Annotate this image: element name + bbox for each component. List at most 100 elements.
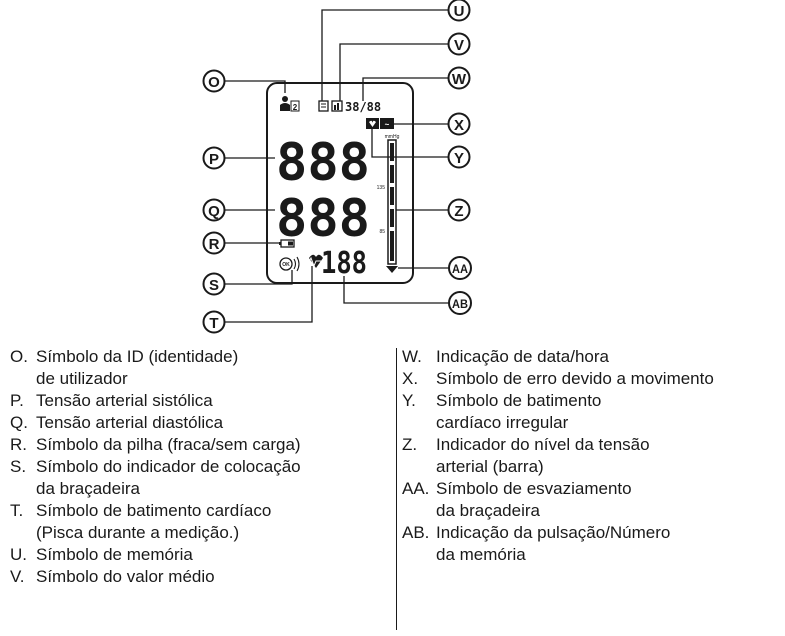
legend-item-r: R. Símbolo da pilha (fraca/sem carga) xyxy=(10,434,390,456)
lcd-display-diagram: 2 38/88 ~ 888 888 mmHg 135 85 xyxy=(202,0,472,334)
leader-line-o xyxy=(225,80,286,93)
cuff-indicator-text: OK xyxy=(282,262,290,268)
callout-z: Z xyxy=(447,198,471,222)
legend-item-v: V. Símbolo do valor médio xyxy=(10,566,390,588)
svg-text:AB: AB xyxy=(452,297,468,311)
legend-key: T. xyxy=(10,501,24,520)
legend-text: Símbolo de esvaziamento da braçadeira xyxy=(436,479,632,520)
legend-text: Símbolo de batimento cardíaco irregular xyxy=(436,391,602,432)
legend-text: Indicador do nível da tensão arterial (b… xyxy=(436,435,650,476)
legend-key: W. xyxy=(402,347,422,366)
legend-key: Q. xyxy=(10,413,28,432)
cuff-wrap-icon: OK xyxy=(279,256,300,272)
scale-mark-low: 85 xyxy=(379,229,385,235)
legend-item-ab: AB. Indicação da pulsação/Número da memór… xyxy=(402,522,785,566)
svg-text:V: V xyxy=(454,37,464,54)
legend-item-q: Q. Tensão arterial diastólica xyxy=(10,412,390,434)
callout-v: V xyxy=(447,32,471,56)
legend-item-o: O. Símbolo da ID (identidade) de utilizad… xyxy=(10,346,390,390)
legend-text: Símbolo da pilha (fraca/sem carga) xyxy=(36,435,301,454)
legend-text: Símbolo da ID (identidade) de utilizador xyxy=(36,347,239,388)
leader-line-t xyxy=(225,266,313,323)
memory-icon xyxy=(318,100,329,112)
legend-text: Símbolo de memória xyxy=(36,545,193,564)
svg-text:O: O xyxy=(208,74,220,91)
legend-key: O. xyxy=(10,347,28,366)
leader-line-s xyxy=(225,270,293,285)
svg-text:Y: Y xyxy=(454,150,464,167)
callout-t: T xyxy=(202,310,226,334)
legend-key: AA. xyxy=(402,479,430,498)
svg-text:P: P xyxy=(209,151,219,168)
heartbeat-icon xyxy=(304,254,323,268)
legend-item-p: P. Tensão arterial sistólica xyxy=(10,390,390,412)
legend-text: Símbolo do valor médio xyxy=(36,567,215,586)
legend-item-s: S. Símbolo do indicador de colocação da b… xyxy=(10,456,390,500)
legend-key: V. xyxy=(10,567,25,586)
callout-q: Q xyxy=(202,198,226,222)
average-icon xyxy=(331,100,343,112)
diastolic-readout: 888 xyxy=(276,189,370,249)
leader-line-v xyxy=(339,43,451,101)
callout-u: U xyxy=(447,0,471,22)
legend-item-z: Z. Indicador do nível da tensão arterial … xyxy=(402,434,785,478)
svg-text:R: R xyxy=(209,236,220,253)
legend-text: Indicação de data/hora xyxy=(436,347,609,366)
callout-w: W xyxy=(447,66,471,90)
legend-text: Símbolo do indicador de colocação da bra… xyxy=(36,457,301,498)
callout-r: R xyxy=(202,231,226,255)
legend-item-x: X. Símbolo de erro devido a movimento xyxy=(402,368,785,390)
legend-text: Indicação da pulsação/Número da memória xyxy=(436,523,671,564)
leader-line-u xyxy=(321,9,451,101)
user-id-number: 2 xyxy=(293,103,298,112)
legend-key: P. xyxy=(10,391,24,410)
svg-text:X: X xyxy=(454,117,464,134)
legend-item-aa: AA. Símbolo de esvaziamento da braçadeira xyxy=(402,478,785,522)
svg-text:AA: AA xyxy=(452,262,468,276)
callout-ab: AB xyxy=(448,291,472,315)
battery-icon xyxy=(279,239,295,248)
pulse-readout: 188 xyxy=(321,246,367,281)
callout-y: Y xyxy=(447,145,471,169)
pressure-level-bar: mmHg 135 85 xyxy=(377,134,400,265)
svg-text:~: ~ xyxy=(385,120,390,129)
legend-text: Símbolo de erro devido a movimento xyxy=(436,369,714,388)
callout-aa: AA xyxy=(448,256,472,280)
legend-key: X. xyxy=(402,369,419,388)
scale-mark-high: 135 xyxy=(377,185,386,191)
column-divider xyxy=(396,348,397,630)
legend-key: Y. xyxy=(402,391,416,410)
legend-item-w: W. Indicação de data/hora xyxy=(402,346,785,368)
callout-s: S xyxy=(202,272,226,296)
legend-key: S. xyxy=(10,457,27,476)
callout-x: X xyxy=(447,112,471,136)
legend-left-column: O. Símbolo da ID (identidade) de utilizad… xyxy=(10,346,390,588)
svg-text:U: U xyxy=(454,3,465,20)
svg-text:W: W xyxy=(452,71,467,88)
legend-text: Símbolo de batimento cardíaco (Pisca dur… xyxy=(36,501,272,542)
leader-line-w xyxy=(362,77,451,101)
svg-text:T: T xyxy=(209,315,218,332)
legend-key: R. xyxy=(10,435,27,454)
callout-p: P xyxy=(202,146,226,170)
user-id-icon: 2 xyxy=(280,96,300,112)
callout-o: O xyxy=(202,69,226,93)
irregular-heartbeat-icon xyxy=(366,118,379,129)
legend-right-column: W. Indicação de data/hora X. Símbolo de er… xyxy=(402,346,785,566)
svg-text:Z: Z xyxy=(454,203,463,220)
svg-text:S: S xyxy=(209,277,219,294)
cuff-deflation-icon xyxy=(386,266,398,273)
date-time-readout: 38/88 xyxy=(345,100,381,114)
legend-item-y: Y. Símbolo de batimento cardíaco irregula… xyxy=(402,390,785,434)
legend-text: Tensão arterial sistólica xyxy=(36,391,213,410)
legend-text: Tensão arterial diastólica xyxy=(36,413,224,432)
movement-error-icon: ~ xyxy=(380,118,394,129)
legend-key: U. xyxy=(10,545,27,564)
legend-key: Z. xyxy=(402,435,418,454)
svg-text:Q: Q xyxy=(208,203,220,220)
legend-key: AB. xyxy=(402,523,430,542)
legend-item-t: T. Símbolo de batimento cardíaco (Pisca d… xyxy=(10,500,390,544)
leader-line-ab xyxy=(343,276,451,304)
leader-line-y xyxy=(371,129,451,158)
systolic-readout: 888 xyxy=(276,133,370,193)
